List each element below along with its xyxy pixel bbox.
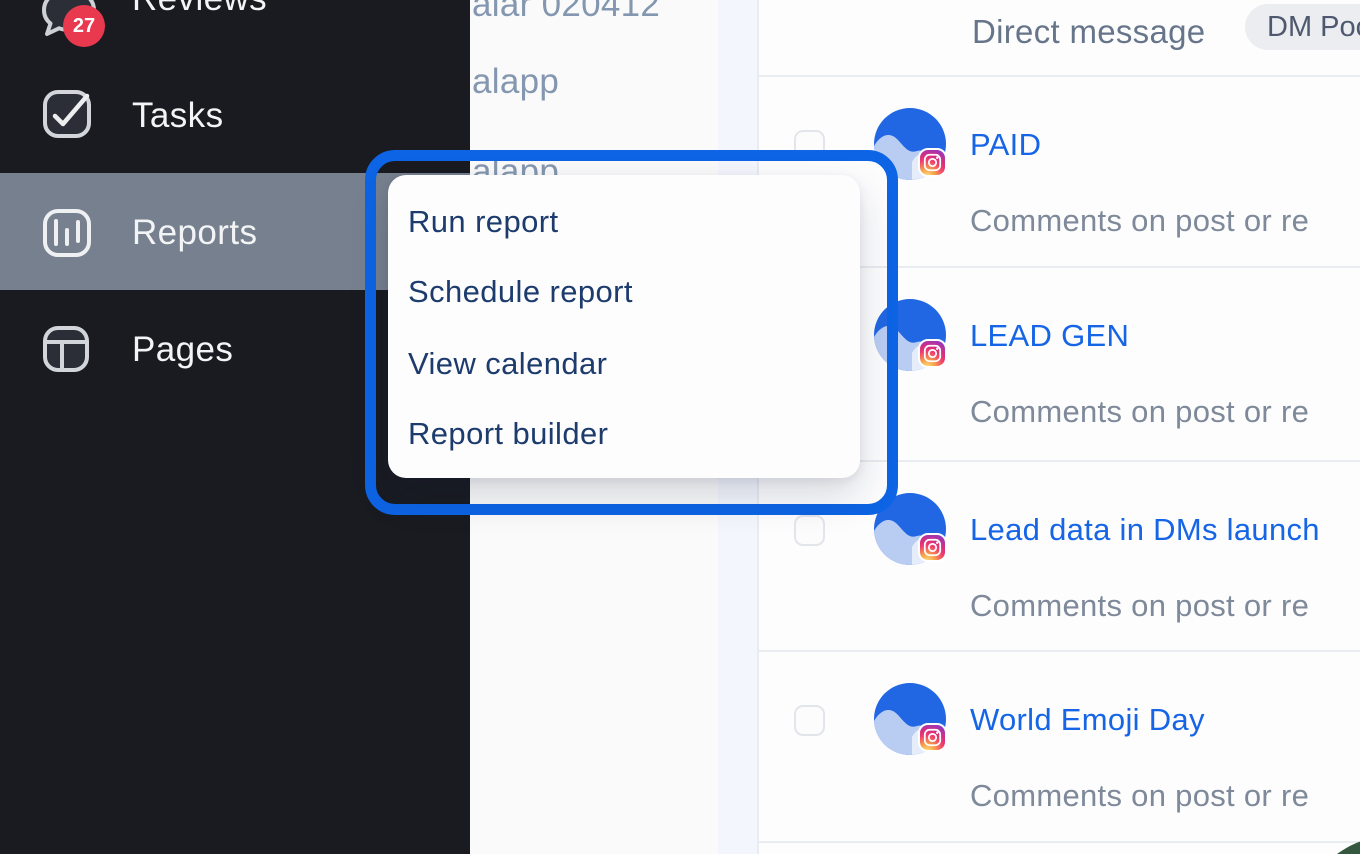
- instagram-badge-icon: [918, 723, 947, 752]
- sidebar-item-reviews[interactable]: 27 Reviews: [0, 0, 470, 58]
- conversation-title[interactable]: Lead data in DMs launch: [970, 512, 1320, 547]
- sidebar-item-tasks[interactable]: Tasks: [0, 58, 470, 175]
- conversation-subtitle: Comments on post or re: [970, 778, 1310, 813]
- conversation-subtitle: Comments on post or re: [970, 203, 1310, 238]
- list-item[interactable]: World Emoji Day Comments on post or re: [759, 652, 1360, 843]
- instagram-badge-icon: [918, 339, 947, 368]
- notification-badge: 27: [63, 5, 105, 47]
- list-item[interactable]: Lead data in DMs launch Comments on post…: [759, 462, 1360, 652]
- conversation-title[interactable]: World Emoji Day: [970, 702, 1205, 737]
- bar-chart-icon: [42, 208, 92, 263]
- conversation-subtitle: Comments on post or re: [970, 394, 1310, 429]
- sidebar-item-label: Reports: [132, 213, 258, 252]
- menu-item-run-report[interactable]: Run report: [408, 204, 559, 239]
- menu-item-view-calendar[interactable]: View calendar: [408, 346, 608, 381]
- row-checkbox[interactable]: [794, 705, 825, 736]
- dm-filter-chip[interactable]: DM Poc: [1245, 4, 1360, 50]
- conversation-subtitle: Comments on post or re: [970, 588, 1310, 623]
- reports-context-menu: Run report Schedule report View calendar…: [388, 175, 860, 478]
- inbox-header: Direct message DM Poc: [759, 0, 1360, 77]
- sidebar-item-pages[interactable]: Pages: [0, 292, 470, 409]
- task-check-icon: [42, 89, 92, 144]
- sidebar-item-label: Tasks: [132, 96, 224, 135]
- conversation-title[interactable]: PAID: [970, 127, 1042, 162]
- underlay-item: alar 020412: [472, 0, 661, 24]
- sidebar-item-label: Pages: [132, 330, 234, 369]
- conversation-title[interactable]: LEAD GEN: [970, 318, 1130, 353]
- underlay-item: alapp: [472, 62, 560, 101]
- partial-avatar: [1332, 836, 1360, 854]
- sidebar-item-label: Reviews: [132, 0, 267, 21]
- instagram-badge-icon: [918, 148, 947, 177]
- highlight-frame: [365, 150, 898, 515]
- row-checkbox[interactable]: [794, 515, 825, 546]
- layout-icon: [42, 325, 90, 378]
- menu-item-report-builder[interactable]: Report builder: [408, 416, 609, 451]
- instagram-badge-icon: [918, 533, 947, 562]
- avatar: [874, 683, 947, 755]
- menu-item-schedule-report[interactable]: Schedule report: [408, 274, 633, 309]
- inbox-header-title: Direct message: [972, 13, 1206, 50]
